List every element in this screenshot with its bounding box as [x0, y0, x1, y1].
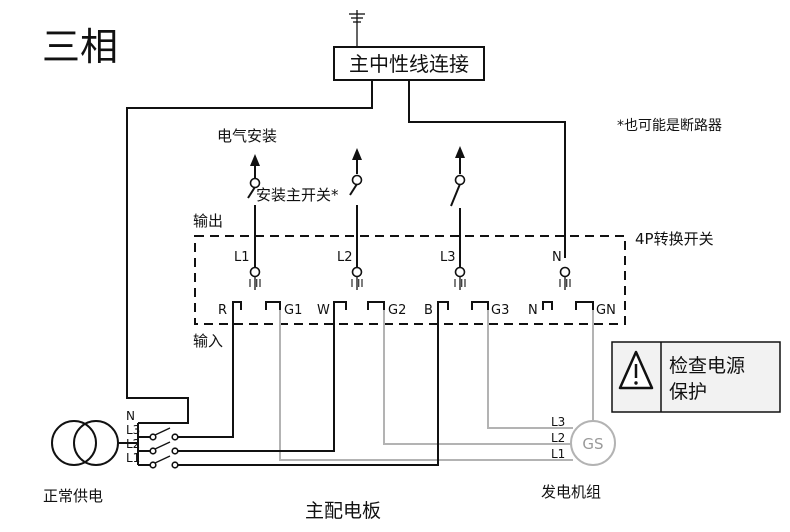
utility-line-n: N	[126, 409, 135, 423]
position-labels: I II I II I II I II	[248, 277, 571, 290]
terminal-input-g1: G1	[284, 303, 302, 318]
pole-position-1: I II	[248, 277, 261, 290]
main-switch	[247, 174, 466, 243]
generator-label: 发电机组	[541, 483, 601, 501]
ats-poles	[232, 243, 594, 310]
warning-line-2: 保护	[669, 381, 707, 403]
utility-wires	[138, 310, 439, 466]
terminal-input-n: N	[528, 303, 538, 318]
ground-icon	[349, 10, 365, 47]
warning-line-1: 检查电源	[669, 355, 745, 377]
output-label: 输出	[193, 212, 223, 230]
terminal-output-l2: L2	[337, 250, 353, 265]
warning-icon	[618, 350, 654, 390]
input-label: 输入	[193, 332, 223, 350]
supply-breaker-icon	[149, 427, 179, 469]
breaker-note: *也可能是断路器	[617, 118, 722, 134]
terminal-input-g3: G3	[491, 303, 509, 318]
generator-symbol: GS	[582, 435, 603, 453]
generator-line-l2: L2	[551, 431, 565, 445]
terminal-input-g2: G2	[388, 303, 406, 318]
electrical-installation-label: 电气安装	[217, 127, 277, 145]
terminal-output-l3: L3	[440, 250, 456, 265]
terminal-output-l1: L1	[234, 250, 250, 265]
utility-line-l3: L3	[126, 423, 140, 437]
main-panel-label: 主配电板	[305, 500, 381, 522]
main-neutral-label: 主中性线连接	[349, 52, 469, 76]
ats-label: 4P转换开关	[635, 230, 714, 248]
main-neutral-box: 主中性线连接	[333, 46, 485, 81]
pole-position-3: I II	[453, 277, 466, 290]
generator-icon: GS	[570, 420, 616, 466]
main-switch-label: 安装主开关*	[256, 186, 339, 204]
pole-position-2: I II	[350, 277, 363, 290]
generator-line-labels: L3 L2 L1	[551, 415, 565, 461]
terminal-input-w: W	[317, 303, 330, 318]
generator-line-l3: L3	[551, 415, 565, 429]
terminal-input-r: R	[218, 303, 227, 318]
diagram-title: 三相	[42, 25, 118, 69]
ats-outline	[194, 235, 626, 325]
warning-box: 检查电源 保护	[611, 341, 781, 413]
input-terminal-labels: R G1 W G2 B G3 N GN	[218, 303, 616, 318]
generator-line-l1: L1	[551, 447, 565, 461]
utility-supply-label: 正常供电	[43, 487, 103, 505]
pole-position-4: I II	[558, 277, 571, 290]
transformer-icon	[51, 420, 139, 466]
terminal-input-gn: GN	[596, 303, 616, 318]
generator-wires	[279, 310, 594, 461]
terminal-input-b: B	[424, 303, 433, 318]
terminal-output-n: N	[552, 250, 562, 265]
neutral-bond-wires	[126, 80, 566, 424]
utility-line-l1: L1	[126, 451, 140, 465]
output-terminal-labels: L1 L2 L3 N	[234, 250, 562, 265]
